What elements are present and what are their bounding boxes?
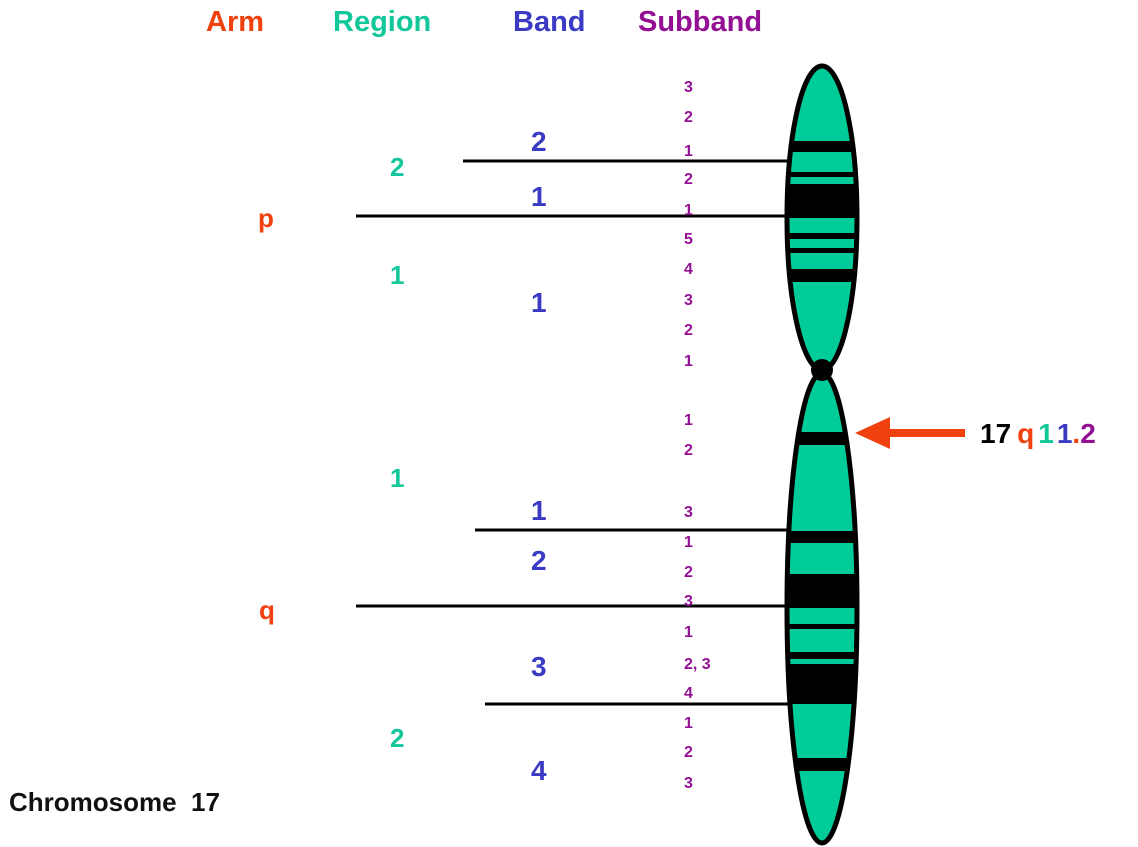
annotation-dot: . bbox=[1072, 418, 1081, 449]
centromere bbox=[811, 359, 833, 381]
header-region: Region bbox=[333, 6, 432, 38]
subband-label: 2 bbox=[684, 322, 693, 339]
subband-label: 2, 3 bbox=[684, 656, 711, 673]
subband-label: 2 bbox=[684, 564, 693, 581]
subband-label: 3 bbox=[684, 775, 693, 792]
region-label-q1: 1 bbox=[390, 463, 405, 493]
annotation-band: 1 bbox=[1056, 418, 1073, 449]
subband-label: 2 bbox=[684, 744, 693, 761]
subband-label: 1 bbox=[684, 715, 693, 732]
chromosome-q-arm bbox=[784, 370, 860, 846]
band-label-p21: 1 bbox=[531, 181, 547, 212]
region-label-p2: 2 bbox=[390, 152, 405, 182]
arm-label-q: q bbox=[259, 595, 275, 625]
annotation-subband: 2 bbox=[1080, 418, 1096, 449]
subband-label: 1 bbox=[684, 202, 693, 219]
arm-label-p: p bbox=[258, 203, 274, 233]
annotation-arm: q bbox=[1017, 418, 1035, 449]
subband-label: 4 bbox=[684, 685, 693, 702]
annotation-chromosome: 17 bbox=[980, 418, 1012, 449]
subband-label: 2 bbox=[684, 171, 693, 188]
subband-label: 2 bbox=[684, 109, 693, 126]
chromosome-title: Chromosome 17 bbox=[9, 787, 220, 817]
region-label-p1: 1 bbox=[390, 260, 405, 290]
subband-label: 1 bbox=[684, 412, 693, 429]
subband-label: 1 bbox=[684, 624, 693, 641]
subband-label: 3 bbox=[684, 593, 693, 610]
header-arm: Arm bbox=[206, 6, 265, 38]
subband-label: 4 bbox=[684, 261, 693, 278]
band-label-q12: 2 bbox=[531, 545, 547, 576]
band-label-p22: 2 bbox=[531, 126, 547, 157]
subband-label: 1 bbox=[684, 353, 693, 370]
region-label-q2: 2 bbox=[390, 723, 405, 753]
arrow-icon bbox=[855, 417, 965, 449]
band-label-q13: 3 bbox=[531, 651, 547, 682]
subband-label: 5 bbox=[684, 231, 693, 248]
subband-label: 1 bbox=[684, 534, 693, 551]
subband-label: 2 bbox=[684, 442, 693, 459]
subband-label: 1 bbox=[684, 143, 693, 160]
header-band: Band bbox=[513, 6, 586, 38]
band-label-p11: 1 bbox=[531, 287, 547, 318]
band-label-q11: 1 bbox=[531, 495, 547, 526]
header-subband: Subband bbox=[638, 6, 763, 38]
annotation-region: 1 bbox=[1038, 418, 1054, 449]
subband-label: 3 bbox=[684, 504, 693, 521]
band-label-q14: 4 bbox=[531, 755, 547, 786]
subband-label: 3 bbox=[684, 79, 693, 96]
chromosome-p-arm bbox=[784, 63, 860, 373]
subband-label: 3 bbox=[684, 292, 693, 309]
